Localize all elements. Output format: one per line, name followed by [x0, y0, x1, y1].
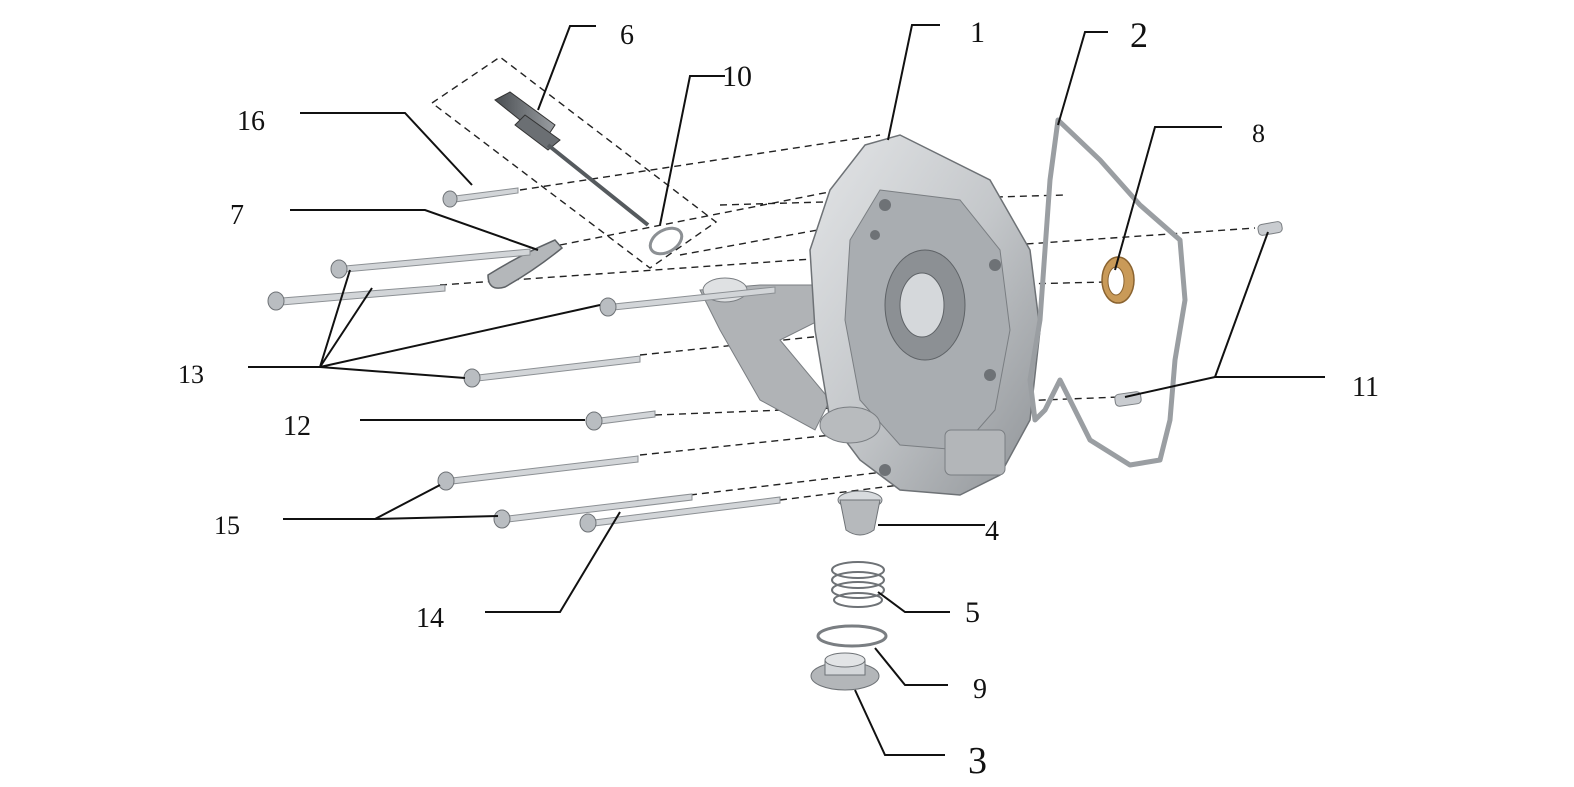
callout-5: 5 [965, 596, 980, 629]
bolt-15a [437, 455, 639, 491]
oil-dipstick [494, 91, 650, 227]
callout-3: 3 [968, 740, 987, 782]
dipstick-o-ring [648, 226, 684, 256]
bolt-14 [579, 496, 781, 533]
dowel-pins [1114, 221, 1283, 407]
callout-6: 6 [620, 20, 634, 51]
callout-7: 7 [230, 200, 244, 231]
leader-lines [248, 24, 1325, 756]
bolt-16 [442, 187, 519, 208]
callout-11: 11 [1352, 372, 1379, 403]
bolt-13c [599, 286, 776, 317]
callout-13: 13 [178, 360, 204, 389]
callout-14: 14 [416, 603, 444, 634]
callout-9: 9 [973, 674, 987, 705]
callout-2: 2 [1130, 15, 1148, 55]
strainer-cup [837, 490, 883, 536]
callout-15: 15 [214, 511, 240, 540]
drain-plug [810, 652, 880, 691]
cover-gasket [1027, 117, 1188, 468]
callout-4: 4 [985, 516, 999, 547]
callout-10: 10 [722, 60, 752, 93]
spring [831, 561, 885, 608]
oil-seal [1101, 256, 1135, 304]
dipstick-group-box [430, 56, 718, 269]
callout-8: 8 [1252, 119, 1265, 148]
cable-clamp [487, 239, 564, 289]
callout-1: 1 [970, 16, 985, 49]
bolt-13a [330, 248, 531, 279]
drain-plug-o-ring [816, 624, 888, 648]
callout-labels: 1 2 3 4 5 6 7 8 9 10 11 12 13 14 15 16 [178, 15, 1379, 782]
bolt-15b [493, 493, 693, 529]
callout-16: 16 [237, 106, 265, 137]
callout-12: 12 [283, 411, 311, 442]
bolt-12 [585, 410, 656, 431]
bolt-13d [463, 355, 641, 388]
crankcase-cover [699, 134, 1041, 496]
bolt-13b [267, 284, 446, 311]
